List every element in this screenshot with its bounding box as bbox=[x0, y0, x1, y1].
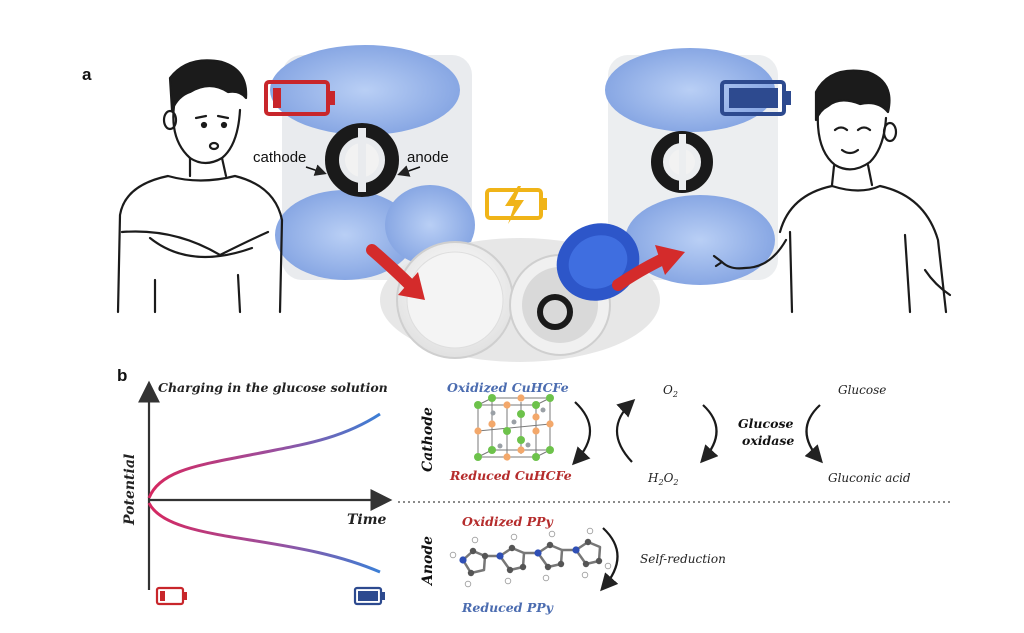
cathode-side-label: Cathode bbox=[420, 407, 436, 472]
anode-pointer bbox=[397, 165, 421, 177]
glucose-oxidase-label-line1: Glucose bbox=[738, 416, 793, 431]
cuhcfe-lattice-illustration bbox=[474, 394, 554, 461]
o2-to-h2o2-arrow bbox=[700, 404, 719, 464]
reduced-cuhcfe-label: Reduced CuHCFe bbox=[449, 468, 572, 483]
reduced-ppy-label: Reduced PPy bbox=[461, 600, 554, 615]
red-arrow-left bbox=[366, 244, 416, 291]
panel-label-a: a bbox=[82, 65, 92, 84]
cathode-label: cathode bbox=[253, 149, 306, 166]
self-reduction-label: Self-reduction bbox=[640, 552, 726, 566]
red-arrow-right-head bbox=[655, 245, 685, 275]
cathode-pointer bbox=[305, 164, 327, 176]
anode-potential-curve bbox=[147, 502, 381, 574]
glucose-oxidase-label-line2: oxidase bbox=[742, 433, 794, 448]
y-axis-label: Potential bbox=[122, 454, 138, 526]
glucose-to-gluconic-arrow bbox=[804, 404, 823, 464]
anode-side-label: Anode bbox=[420, 536, 436, 587]
oxidized-cuhcfe-label: Oxidized CuHCFe bbox=[447, 380, 569, 395]
battery-full-icon bbox=[720, 80, 791, 116]
worried-person-illustration bbox=[116, 59, 284, 314]
panel-label-b: b bbox=[117, 366, 127, 385]
ppy-molecule-illustration bbox=[449, 527, 612, 588]
x-axis-label: Time bbox=[347, 512, 387, 528]
battery-charging-icon bbox=[485, 186, 547, 224]
self-reduction-arrow bbox=[600, 527, 619, 592]
gluconic-acid-label: Gluconic acid bbox=[828, 471, 911, 485]
battery-low-icon bbox=[264, 80, 335, 116]
battery-full-icon bbox=[353, 586, 385, 606]
oxidized-ppy-label: Oxidized PPy bbox=[462, 514, 554, 529]
o2-label: O2 bbox=[663, 383, 678, 399]
happy-person-illustration bbox=[712, 69, 952, 314]
cathode-redox-arrows bbox=[571, 398, 636, 466]
anode-label: anode bbox=[407, 149, 449, 166]
battery-low-icon bbox=[155, 586, 187, 606]
plot-title: Charging in the glucose solution bbox=[158, 380, 388, 395]
red-arrow-left-head bbox=[398, 272, 425, 300]
cathode-potential-curve bbox=[147, 412, 381, 499]
h2o2-label: H2O2 bbox=[647, 471, 679, 487]
right-photo bbox=[605, 48, 778, 285]
glucose-label: Glucose bbox=[838, 383, 886, 397]
